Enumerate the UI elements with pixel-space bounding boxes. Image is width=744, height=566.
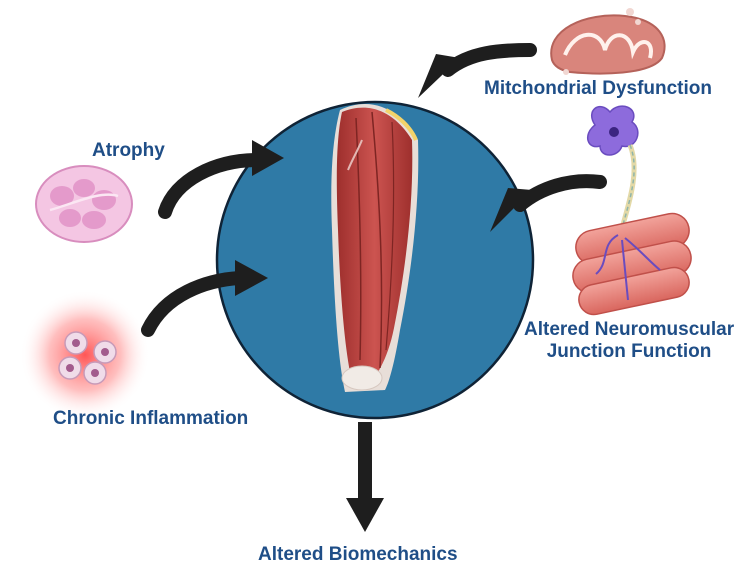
label-nmj-line1: Altered Neuromuscular [524,319,735,340]
label-mitochondrial-dysfunction: Mitchondrial Dysfunction [484,78,712,99]
arrow-inflammation [141,260,268,337]
label-altered-biomechanics: Altered Biomechanics [258,544,458,565]
arrow-biomechanics [346,422,384,532]
label-chronic-inflammation: Chronic Inflammation [53,408,249,429]
mitochondrion-icon [550,8,666,75]
inflammatory-cells-icon [20,290,150,420]
neuron-muscle-fiber-icon [572,105,692,316]
arrow-atrophy [158,140,284,219]
label-neuromuscular-junction: Altered Neuromuscular Junction Function [524,319,734,363]
arrow-nmj [490,174,607,232]
label-atrophy: Atrophy [92,140,165,161]
atrophied-tissue-icon [35,165,133,243]
label-nmj-line2: Junction Function [546,341,712,362]
thigh-muscle-icon [331,103,419,392]
arrow-mitochondrial [418,43,537,98]
